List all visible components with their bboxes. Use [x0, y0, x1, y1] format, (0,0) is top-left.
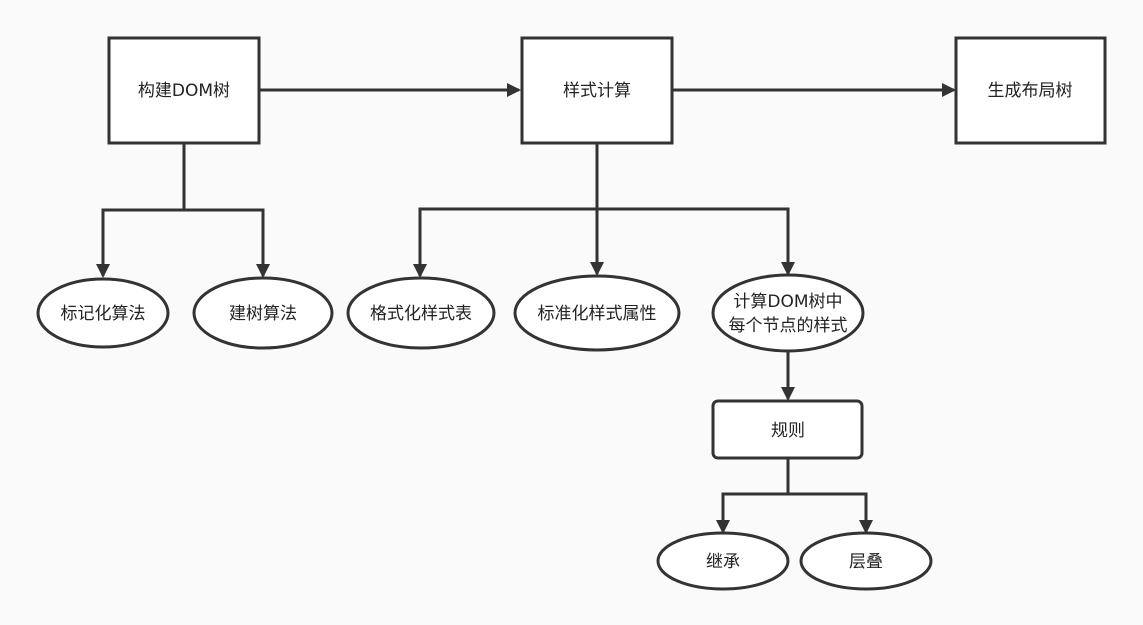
edge-style-calc-to-compute-styles — [597, 207, 795, 276]
node-format-stylesheet: 格式化样式表 — [346, 276, 496, 350]
edge-rules-to-inherit — [716, 492, 788, 534]
node-tokenize: 标记化算法 — [36, 277, 170, 349]
edge-rules-to-cascade — [788, 492, 873, 534]
edge-style-calc-to-format-stylesheet — [413, 207, 597, 278]
node-layout-tree-label: 生成布局树 — [988, 81, 1073, 101]
node-rules: 规则 — [711, 399, 864, 460]
node-build-dom: 构建DOM树 — [107, 36, 261, 145]
node-normalize-props-label: 标准化样式属性 — [538, 304, 657, 324]
node-style-calc-label: 样式计算 — [563, 81, 631, 101]
node-tokenize-label: 标记化算法 — [61, 304, 146, 324]
node-tree-build-label: 建树算法 — [229, 304, 297, 324]
edges — [96, 83, 956, 534]
node-build-dom-label: 构建DOM树 — [138, 81, 230, 101]
edge-build-dom-to-tokenize — [96, 208, 184, 278]
node-style-calc: 样式计算 — [520, 36, 674, 145]
node-tree-build: 建树算法 — [192, 276, 334, 350]
node-normalize-props: 标准化样式属性 — [513, 274, 681, 352]
node-layout-tree: 生成布局树 — [954, 36, 1107, 145]
node-cascade-label: 层叠 — [849, 552, 883, 572]
node-cascade: 层叠 — [799, 531, 933, 591]
node-inherit: 继承 — [656, 531, 790, 591]
node-format-stylesheet-label: 格式化样式表 — [370, 304, 472, 324]
node-compute-styles-label-line1: 计算DOM树中 — [733, 292, 842, 312]
edge-build-dom-to-tree-build — [184, 208, 270, 278]
node-compute-styles-label-line2: 每个节点的样式 — [729, 316, 848, 336]
node-inherit-label: 继承 — [706, 552, 740, 572]
node-compute-styles: 计算DOM树中 每个节点的样式 — [711, 273, 865, 353]
node-rules-label: 规则 — [771, 421, 805, 441]
